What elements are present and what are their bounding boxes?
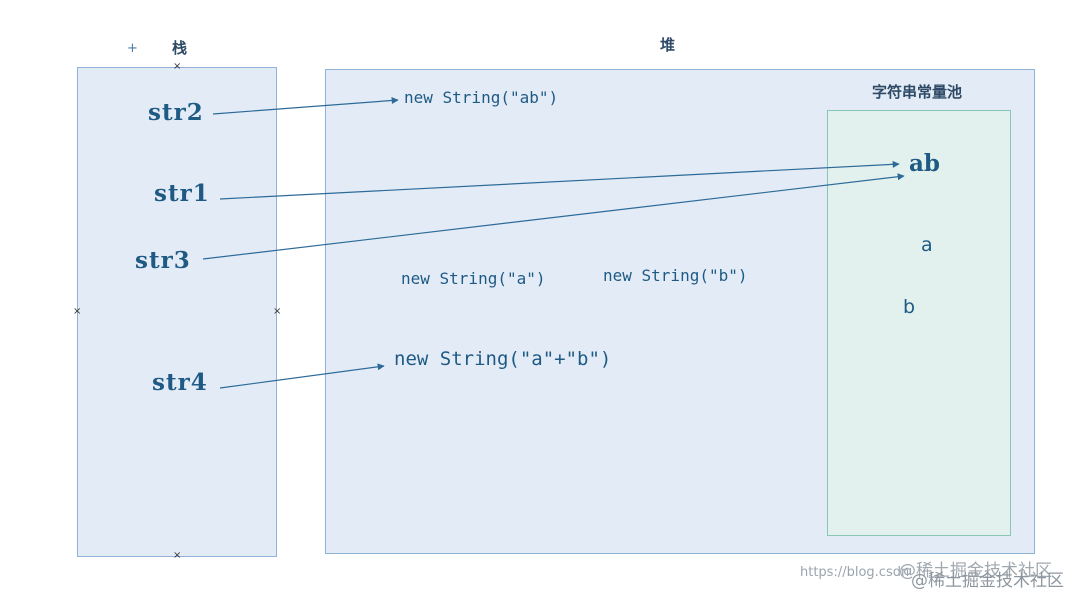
- heap-object-new-string-b: new String("b"): [603, 266, 748, 285]
- selection-handle-icon[interactable]: ×: [73, 306, 82, 317]
- selection-handle-icon[interactable]: ×: [173, 550, 182, 561]
- arrow-str3-to-pool-ab: [202, 173, 905, 260]
- arrow-str2-to-new-string-ab: [212, 96, 399, 115]
- heap-object-new-string-a: new String("a"): [401, 269, 546, 288]
- stack-var-str4: str4: [152, 369, 208, 396]
- selection-handle-icon[interactable]: ×: [273, 306, 282, 317]
- pool-string-ab: ab: [909, 150, 940, 177]
- watermark-url: https://blog.csdn: [800, 565, 910, 580]
- move-cursor-icon: +: [127, 41, 138, 56]
- watermark-brand: @稀土掘金技术社区: [899, 561, 1052, 581]
- heap-title: 堆: [660, 36, 676, 54]
- pool-string-b: b: [903, 296, 916, 318]
- stack-var-str1: str1: [154, 180, 210, 207]
- stack-var-str2: str2: [148, 99, 204, 126]
- arrow-str1-to-pool-ab: [219, 160, 900, 200]
- watermark-brand-shadow: @稀土掘金技术社区: [911, 571, 1064, 591]
- stack-region: [77, 67, 277, 557]
- heap-object-new-string-a-plus-b: new String("a"+"b"): [394, 348, 612, 370]
- stack-var-str3: str3: [135, 247, 191, 274]
- stack-title: 栈: [172, 39, 188, 57]
- heap-object-new-string-ab: new String("ab"): [404, 88, 559, 107]
- pool-title: 字符串常量池: [872, 83, 963, 101]
- pool-string-a: a: [921, 234, 933, 256]
- selection-handle-icon[interactable]: ×: [173, 61, 182, 72]
- arrow-str4-to-new-string-a-plus-b: [219, 363, 385, 389]
